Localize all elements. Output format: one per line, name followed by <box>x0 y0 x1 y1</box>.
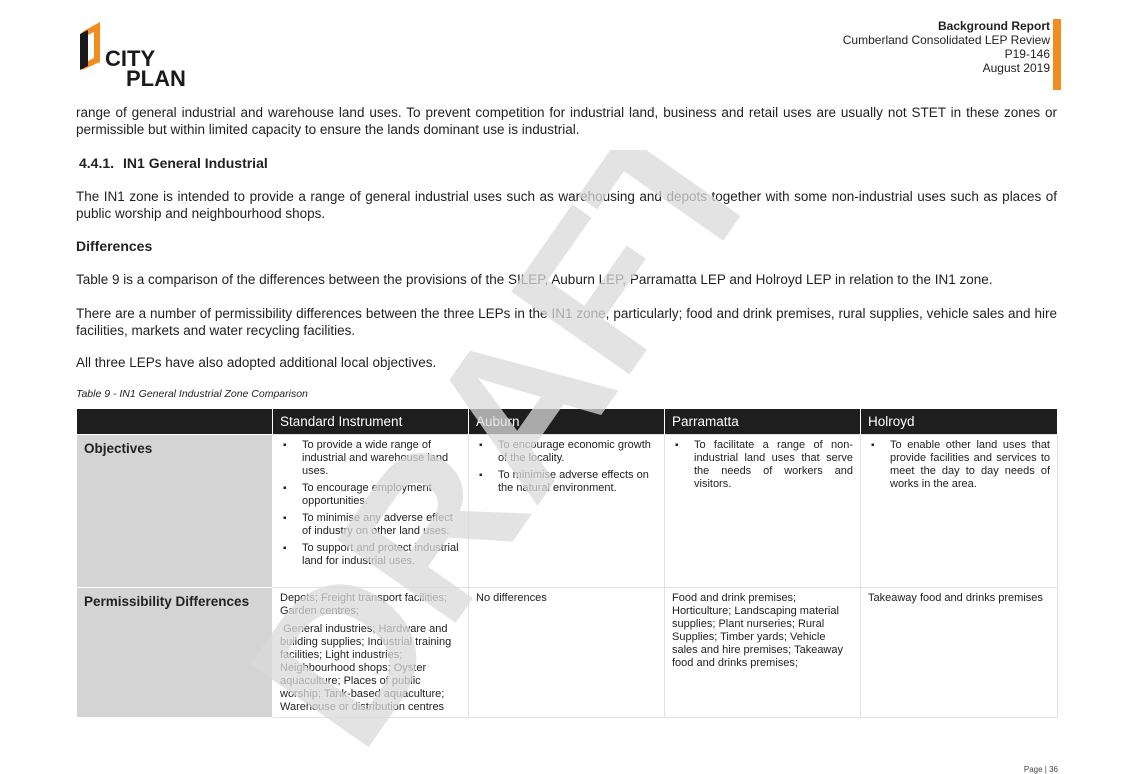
list-item: To encourage employment opportunities. <box>280 482 461 508</box>
report-header: Background Report Cumberland Consolidate… <box>843 19 1050 75</box>
row-label-objectives: Objectives <box>76 434 273 588</box>
logo-word-plan: PLAN <box>126 66 186 91</box>
header-holroyd: Holroyd <box>860 409 1058 435</box>
cell-holroyd-objectives: To enable other land uses that provide f… <box>860 434 1058 588</box>
table-header-row: Standard Instrument Auburn Parramatta Ho… <box>76 409 1058 435</box>
table-row-permissibility: Permissibility Differences Depots; Freig… <box>76 587 1058 718</box>
table-caption: Table 9 - IN1 General Industrial Zone Co… <box>76 388 308 400</box>
zone-description-paragraph: The IN1 zone is intended to provide a ra… <box>76 189 1057 221</box>
list-item: To facilitate a range of non-industrial … <box>672 439 853 491</box>
header-accent-bar <box>1053 19 1061 90</box>
header-auburn: Auburn <box>468 409 665 435</box>
header-cell-blank <box>76 409 273 435</box>
si-perm-text-1: Depots; Freight transport facilities; Ga… <box>280 592 447 617</box>
cell-parramatta-objectives: To facilitate a range of non-industrial … <box>664 434 861 588</box>
objectives-paragraph: All three LEPs have also adopted additio… <box>76 355 437 370</box>
section-heading: 4.4.1. IN1 General Industrial <box>76 155 1057 171</box>
cell-holroyd-permissibility: Takeaway food and drinks premises <box>860 587 1058 718</box>
report-code: P19-146 <box>1004 47 1050 61</box>
list-item: To support and protect industrial land f… <box>280 542 461 568</box>
cell-si-objectives: To provide a wide range of industrial an… <box>272 434 469 588</box>
table-row-objectives: Objectives To provide a wide range of in… <box>76 434 1058 588</box>
logo-word-city: CITY <box>105 46 156 71</box>
section-number: 4.4.1. <box>79 155 115 171</box>
row-label-permissibility: Permissibility Differences <box>76 587 273 718</box>
list-item: To provide a wide range of industrial an… <box>280 439 461 478</box>
cell-si-permissibility: Depots; Freight transport facilities; Ga… <box>272 587 469 718</box>
intro-paragraph: range of general industrial and warehous… <box>76 105 1057 137</box>
list-item: To minimise adverse effects on the natur… <box>476 469 657 495</box>
logo-mark-icon <box>80 22 100 70</box>
section-title: IN1 General Industrial <box>123 155 268 171</box>
report-title: Background Report <box>937 19 1050 33</box>
differences-heading: Differences <box>76 238 153 254</box>
report-subtitle: Cumberland Consolidated LEP Review <box>842 33 1050 47</box>
table-intro-paragraph: Table 9 is a comparison of the differenc… <box>76 272 993 287</box>
page-number: Page | 36 <box>1023 765 1058 774</box>
header-standard-instrument: Standard Instrument <box>272 409 469 435</box>
city-plan-logo: CITY PLAN <box>78 20 198 91</box>
cell-auburn-permissibility: No differences <box>468 587 665 718</box>
report-date: August 2019 <box>982 61 1050 75</box>
si-perm-text-2: General industries; Hardware and buildin… <box>280 623 455 713</box>
comparison-table: Standard Instrument Auburn Parramatta Ho… <box>76 409 1058 718</box>
cell-parramatta-permissibility: Food and drink premises; Horticulture; L… <box>664 587 861 718</box>
list-item: To enable other land uses that provide f… <box>868 439 1050 491</box>
list-item: To minimise any adverse effect of indust… <box>280 512 461 538</box>
list-item: To encourage economic growth of the loca… <box>476 439 657 465</box>
header-parramatta: Parramatta <box>664 409 861 435</box>
permissibility-paragraph: There are a number of permissibility dif… <box>76 306 1057 338</box>
cell-auburn-objectives: To encourage economic growth of the loca… <box>468 434 665 588</box>
